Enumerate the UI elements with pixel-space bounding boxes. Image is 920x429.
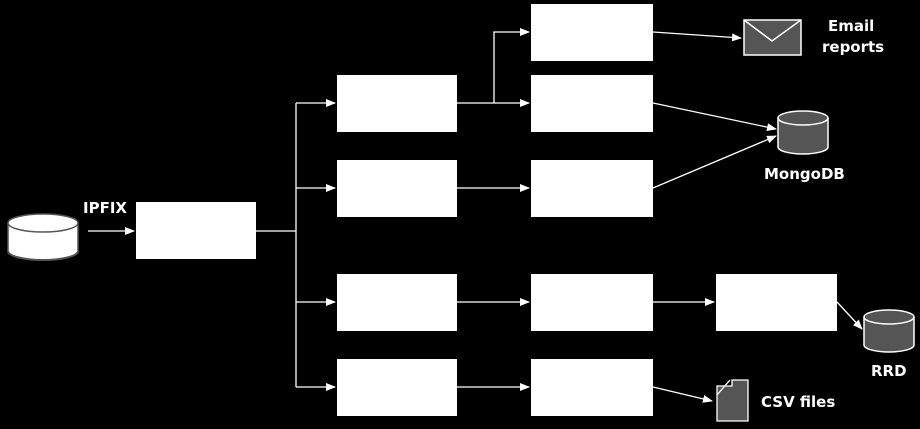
email-label-line2: reports bbox=[822, 38, 884, 56]
mongodb-label: MongoDB bbox=[764, 165, 845, 183]
arrow-to-email bbox=[652, 31, 742, 42]
processor-box-3 bbox=[337, 274, 457, 331]
email-label-line1: Email bbox=[828, 17, 874, 35]
collector-box bbox=[136, 202, 256, 259]
rrd-database-icon bbox=[863, 309, 915, 353]
output-box-3 bbox=[531, 274, 653, 331]
processor-box-4 bbox=[337, 359, 457, 416]
output-box-1 bbox=[531, 75, 653, 132]
arrow-to-csv bbox=[652, 386, 713, 403]
split-arrow-up bbox=[493, 28, 530, 103]
arrow-to-rrd bbox=[836, 301, 863, 330]
arrow-to-mongodb-2 bbox=[652, 135, 777, 189]
arrow-to-mongodb-1 bbox=[652, 102, 777, 132]
file-icon bbox=[716, 379, 749, 422]
report-box bbox=[531, 4, 653, 61]
output-box-4 bbox=[531, 359, 653, 416]
processor-box-1 bbox=[337, 75, 457, 132]
mongodb-database-icon bbox=[777, 110, 829, 155]
envelope-icon bbox=[743, 19, 802, 56]
rrd-writer-box bbox=[716, 274, 837, 331]
ipfix-label: IPFIX bbox=[83, 199, 127, 217]
rrd-label: RRD bbox=[871, 362, 907, 380]
csv-label: CSV files bbox=[761, 393, 835, 411]
output-box-2 bbox=[531, 160, 653, 217]
processor-box-2 bbox=[337, 160, 457, 217]
source-database-icon bbox=[7, 213, 79, 261]
